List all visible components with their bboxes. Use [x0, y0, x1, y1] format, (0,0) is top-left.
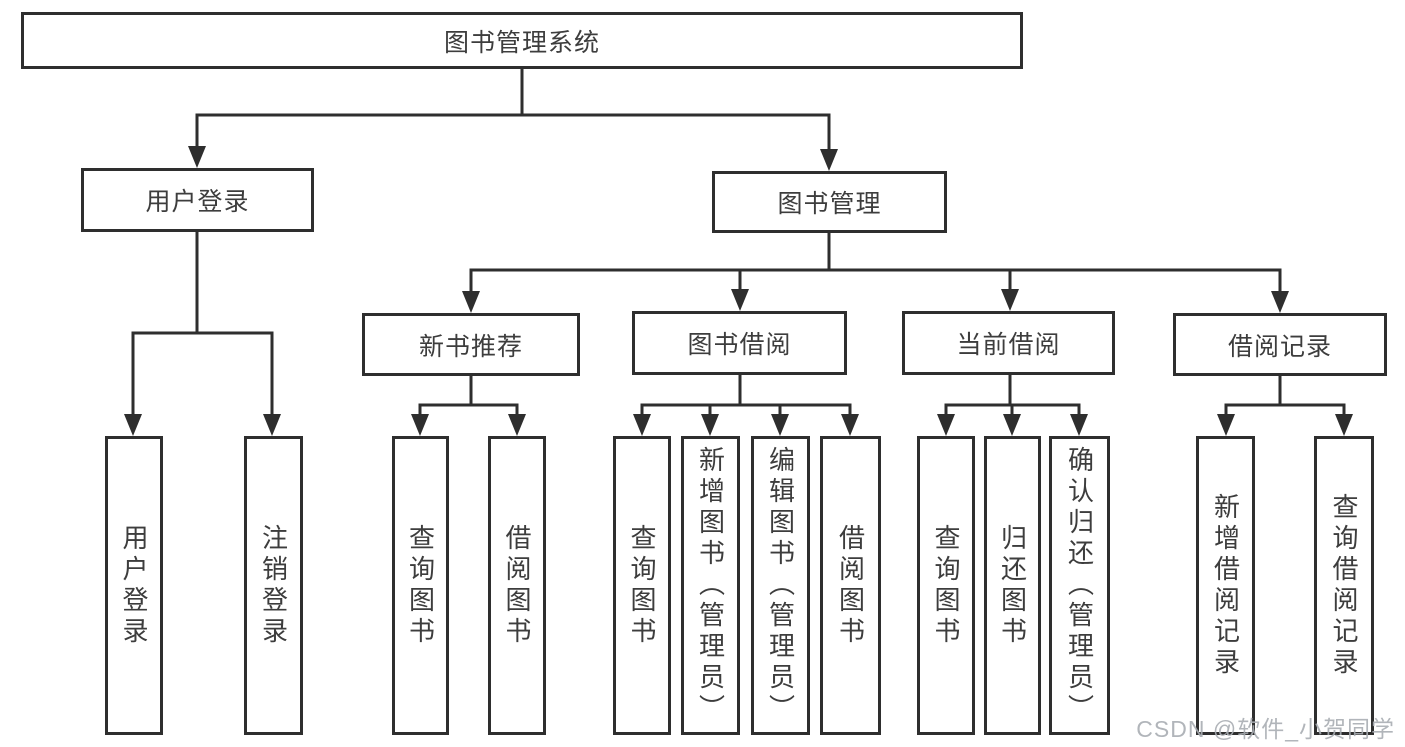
node-leaf-confirm-return-admin: 确认归还（管理员） [1049, 436, 1110, 735]
node-book-borrow: 图书借阅 [632, 311, 847, 375]
node-book-borrow-label: 图书借阅 [687, 331, 792, 359]
connector-book-borrow [633, 375, 859, 436]
node-leaf-borrow-book-1-label: 借阅图书 [502, 523, 532, 648]
node-borrow-records-label: 借阅记录 [1227, 332, 1332, 361]
node-user-login: 用户登录 [81, 168, 314, 232]
node-leaf-query-book-3: 查询图书 [917, 436, 975, 735]
connector-borrow-records [1217, 376, 1353, 436]
node-user-login-label: 用户登录 [145, 188, 250, 216]
node-leaf-logout-label: 注销登录 [258, 523, 289, 648]
node-new-book-recommend: 新书推荐 [362, 313, 580, 376]
node-leaf-edit-book-admin: 编辑图书（管理员） [751, 436, 810, 735]
node-leaf-return-book-label: 归还图书 [997, 523, 1028, 648]
node-leaf-query-book-1: 查询图书 [392, 436, 449, 735]
node-current-borrow-label: 当前借阅 [956, 331, 1061, 359]
node-leaf-add-borrow-record-label: 新增借阅记录 [1210, 492, 1241, 679]
node-leaf-return-book: 归还图书 [984, 436, 1041, 735]
node-leaf-query-borrow-record: 查询借阅记录 [1314, 436, 1374, 735]
node-library-system-label: 图书管理系统 [443, 28, 600, 57]
csdn-watermark: CSDN @软件_小贺同学 [1136, 716, 1395, 742]
node-leaf-query-book-2: 查询图书 [613, 436, 671, 735]
node-new-book-recommend-label: 新书推荐 [418, 332, 523, 361]
node-leaf-query-book-3-label: 查询图书 [931, 523, 961, 648]
node-book-management: 图书管理 [712, 171, 947, 233]
node-leaf-query-borrow-record-label: 查询借阅记录 [1329, 492, 1359, 679]
node-leaf-user-login-label: 用户登录 [119, 523, 149, 648]
node-borrow-records: 借阅记录 [1173, 313, 1387, 376]
node-leaf-borrow-book-2: 借阅图书 [820, 436, 881, 735]
connector-current-borrow [937, 375, 1088, 436]
node-leaf-edit-book-admin-label: 编辑图书（管理员） [765, 446, 796, 725]
node-leaf-query-book-1-label: 查询图书 [405, 523, 436, 648]
node-leaf-confirm-return-admin-label: 确认归还（管理员） [1064, 446, 1095, 725]
connector-new-book [411, 376, 526, 436]
node-leaf-user-login: 用户登录 [105, 436, 163, 735]
node-leaf-borrow-book-1: 借阅图书 [488, 436, 546, 735]
node-leaf-query-book-2-label: 查询图书 [627, 523, 657, 648]
connector-root [188, 69, 838, 171]
node-library-system: 图书管理系统 [21, 12, 1023, 69]
node-leaf-add-borrow-record: 新增借阅记录 [1196, 436, 1255, 735]
node-leaf-add-book-admin: 新增图书（管理员） [681, 436, 740, 735]
node-current-borrow: 当前借阅 [902, 311, 1115, 375]
connector-book-management [462, 233, 1289, 313]
node-book-management-label: 图书管理 [777, 190, 882, 218]
node-leaf-add-book-admin-label: 新增图书（管理员） [695, 446, 726, 725]
node-leaf-borrow-book-2-label: 借阅图书 [835, 523, 866, 648]
node-leaf-logout: 注销登录 [244, 436, 303, 735]
connector-user-login [124, 232, 281, 436]
